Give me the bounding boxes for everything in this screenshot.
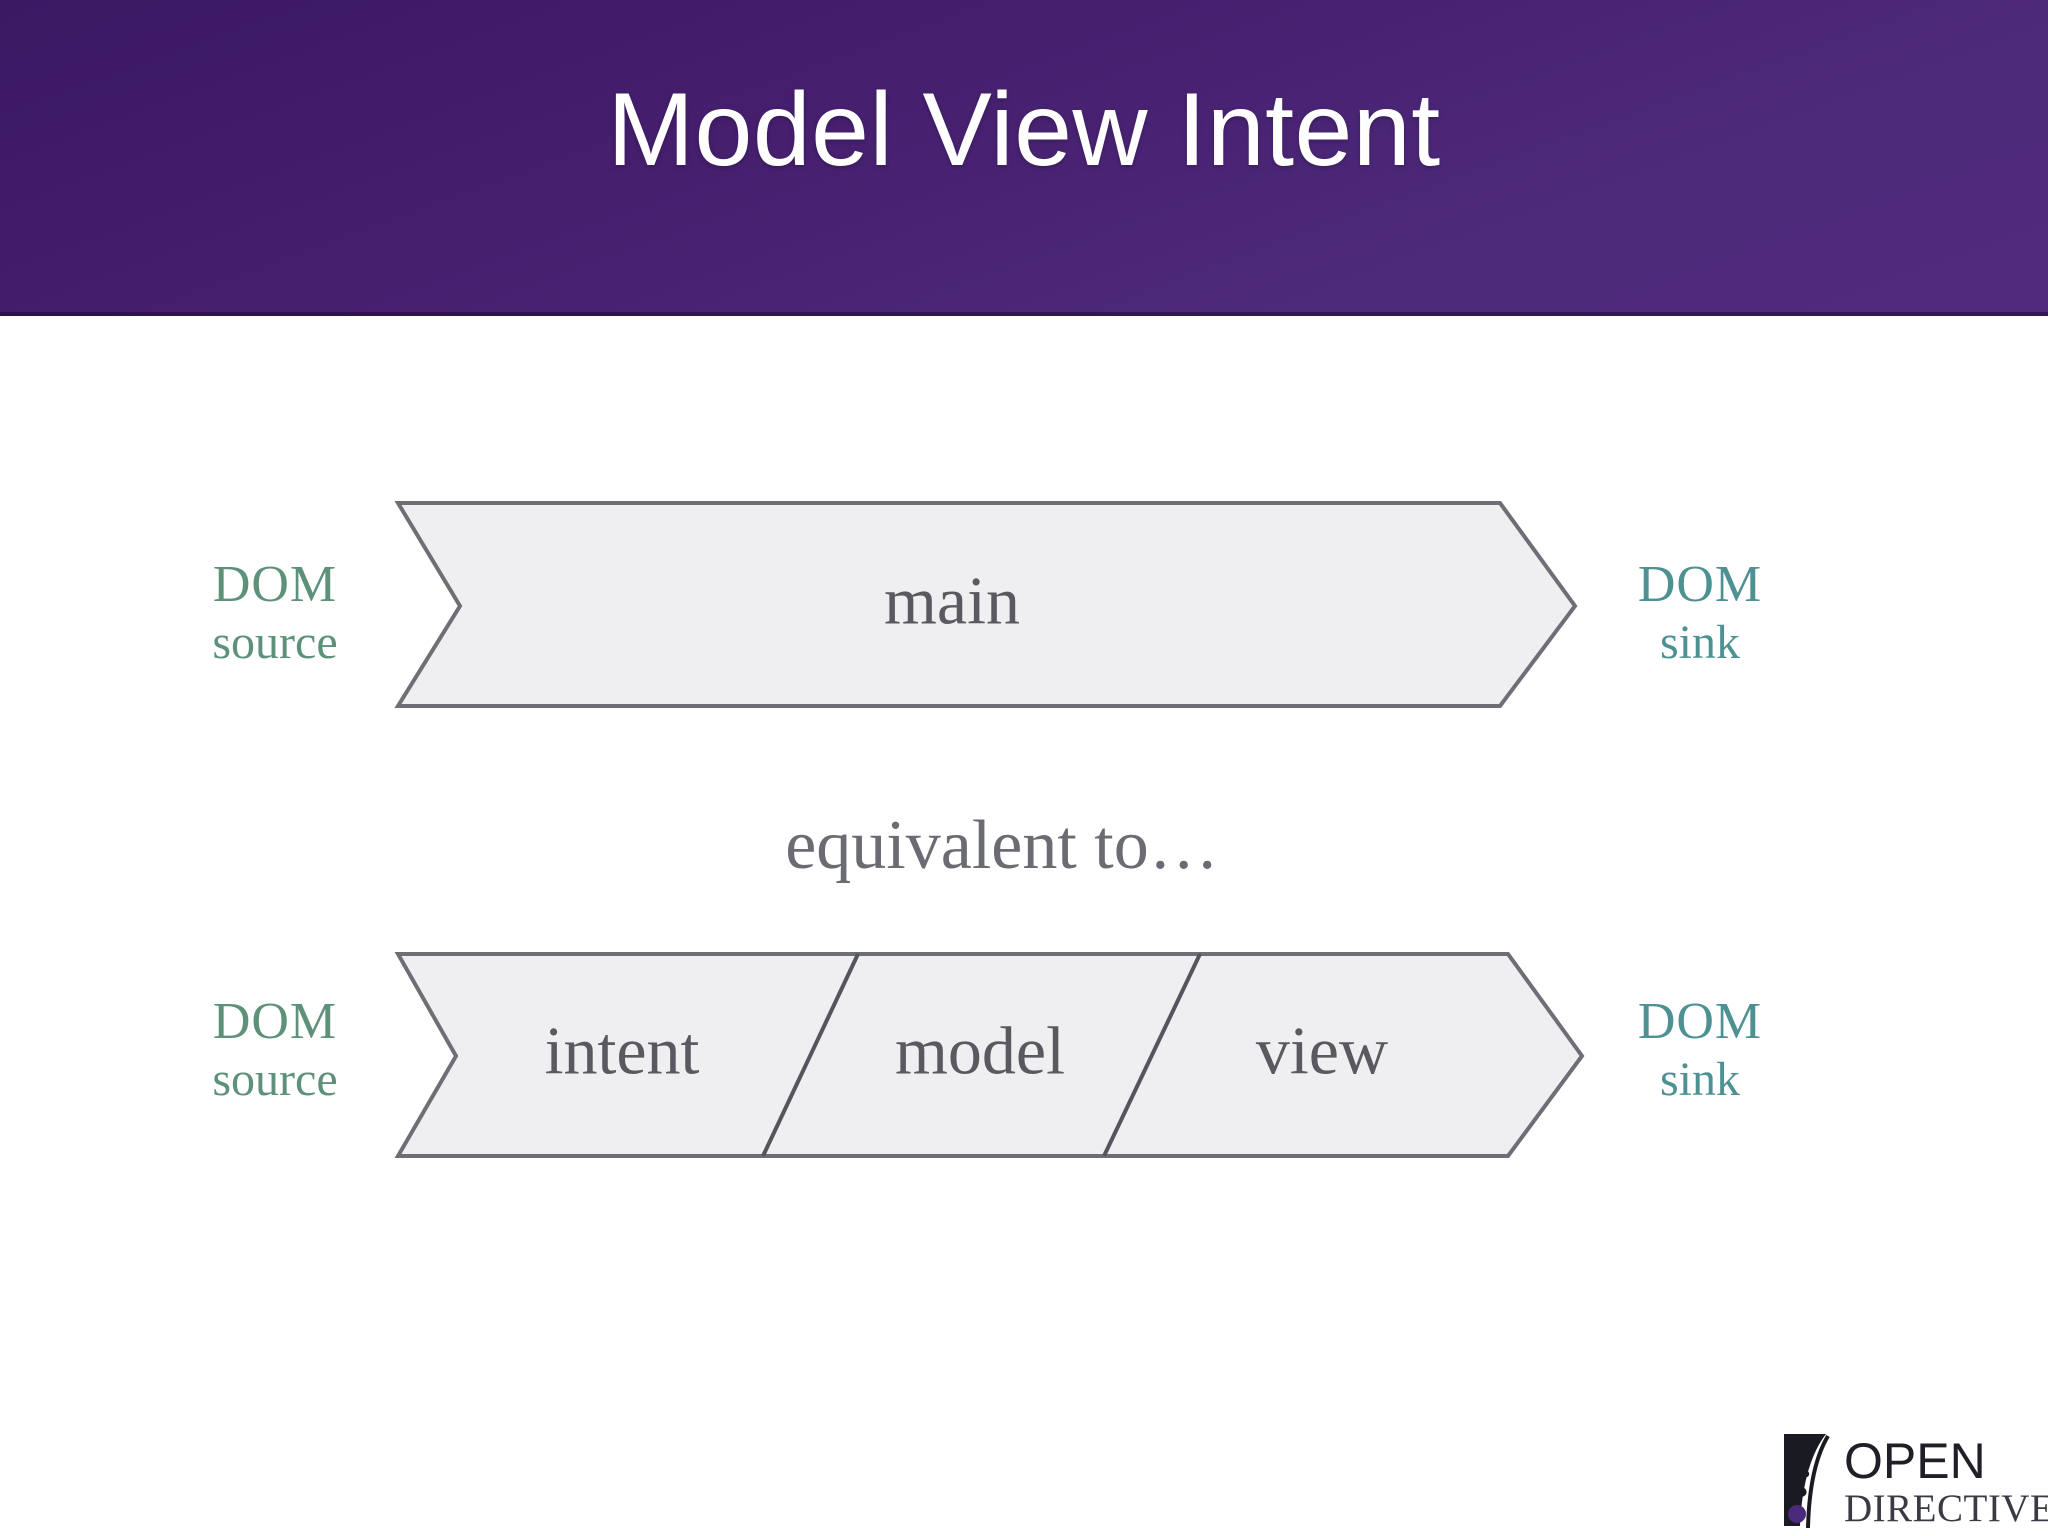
bottom-dom-source-line2: source — [212, 1053, 338, 1107]
logo-line-open: OPEN — [1844, 1433, 1986, 1489]
logo-dot-medium-icon — [1797, 1487, 1807, 1497]
bottom-dom-sink-line2: sink — [1659, 1053, 1740, 1107]
flow-diagram-svg: main equivalent to… intent model view — [394, 501, 1585, 1158]
divider-model-view — [1102, 953, 1202, 1157]
bottom-dom-source-label: DOM source — [175, 991, 375, 1109]
equivalence-note: equivalent to… — [785, 807, 1219, 884]
slide-title-band: Model View Intent — [0, 0, 2048, 316]
logo-wing-shape — [1784, 1434, 1826, 1526]
main-label: main — [884, 563, 1020, 639]
open-directive-logo: OPEN DIRECTIVE — [1782, 1433, 2048, 1532]
divider-intent-model — [761, 953, 860, 1157]
bottom-dom-source-line1: DOM — [212, 993, 338, 1050]
bottom-flow-group: intent model view — [394, 952, 1585, 1158]
top-dom-sink-label: DOM sink — [1600, 554, 1800, 672]
intent-label: intent — [545, 1013, 700, 1089]
logo-line-directive: DIRECTIVE — [1844, 1487, 2048, 1530]
open-directive-wordmark: OPEN DIRECTIVE — [1844, 1433, 2048, 1530]
logo-arc-shape — [1806, 1434, 1830, 1529]
bottom-dom-sink-label: DOM sink — [1600, 991, 1800, 1109]
top-flow-group: main — [394, 501, 1578, 708]
open-directive-mark-icon — [1784, 1434, 1830, 1529]
top-dom-source-line1: DOM — [212, 556, 338, 613]
model-label: model — [895, 1013, 1065, 1089]
top-dom-source-label: DOM source — [175, 554, 375, 672]
view-label: view — [1256, 1013, 1388, 1089]
pipeline-chevron-shape[interactable] — [394, 952, 1585, 1158]
diagram-canvas: main equivalent to… intent model view DO… — [0, 316, 2048, 1536]
logo-dot-small-icon — [1802, 1470, 1810, 1478]
main-chevron-shape[interactable] — [394, 501, 1578, 708]
top-dom-sink-line2: sink — [1659, 616, 1740, 670]
page-title: Model View Intent — [607, 72, 1441, 188]
top-dom-sink-line1: DOM — [1637, 556, 1763, 613]
top-dom-source-line2: source — [212, 616, 338, 670]
bottom-dom-sink-line1: DOM — [1637, 993, 1763, 1050]
logo-dot-large-icon — [1788, 1505, 1806, 1523]
